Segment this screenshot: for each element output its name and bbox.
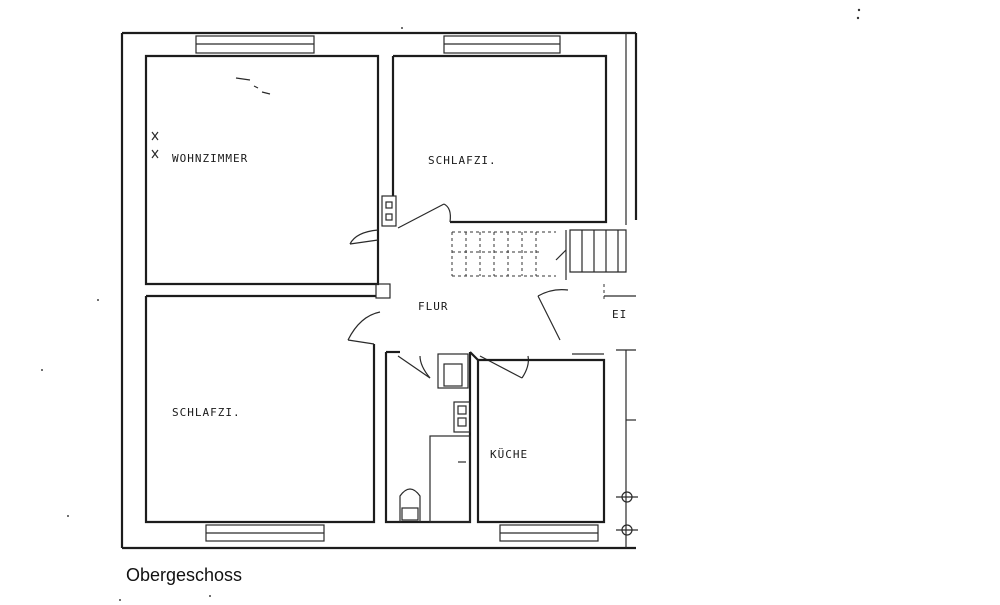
window-top-right xyxy=(443,35,561,54)
room-schlafzimmer-top: SCHLAFZI. xyxy=(391,54,608,224)
window-top-left xyxy=(195,35,315,54)
flur-doors: FLUR xyxy=(347,203,569,379)
room-kueche: KÜCHE xyxy=(469,351,606,524)
label-schlafzimmer-bottom: SCHLAFZI. xyxy=(172,406,241,419)
room-bad xyxy=(384,350,472,524)
plan-caption: Obergeschoss xyxy=(126,565,243,585)
window-bottom-left xyxy=(205,524,325,542)
label-flur: FLUR xyxy=(418,300,449,313)
room-schlafzimmer-bottom: SCHLAFZI. xyxy=(144,294,376,524)
label-cut-off: EI xyxy=(612,308,627,321)
right-edge-details: EI xyxy=(572,284,638,548)
room-wohnzimmer: WOHNZIMMER xyxy=(144,54,380,286)
label-schlafzimmer-top: SCHLAFZI. xyxy=(428,154,497,167)
scan-specks xyxy=(41,8,861,601)
label-wohnzimmer: WOHNZIMMER xyxy=(172,152,248,165)
chimney-shaft xyxy=(375,195,397,299)
label-kueche: KÜCHE xyxy=(490,448,528,461)
outer-walls xyxy=(120,31,638,550)
window-bottom-right xyxy=(499,524,599,542)
staircase xyxy=(451,229,627,280)
